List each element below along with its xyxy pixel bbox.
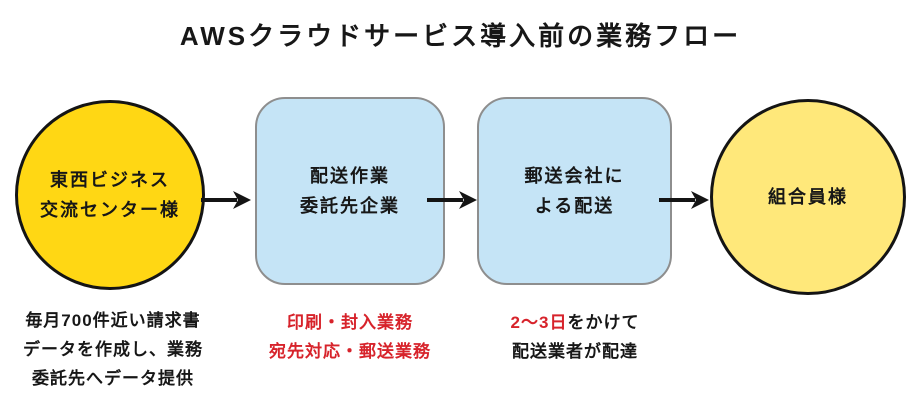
note-contractor-line2: 宛先対応・郵送業務 [269,342,431,361]
flow-arrow-icon [427,191,477,209]
node-sender-label: 東西ビジネス 交流センター様 [40,165,180,225]
node-sender-label-line1: 東西ビジネス [50,170,170,190]
node-mail-company-box: 郵送会社に よる配送 [477,97,672,285]
note-sender-line3: 委託先へデータ提供 [32,369,194,388]
note-delivery-highlight: 2〜3日 [510,313,568,332]
note-sender-line2: データを作成し、業務 [23,340,203,359]
note-delivery-time: 2〜3日をかけて 配送業者が配達 [477,308,673,366]
node-member-label: 組合員様 [768,182,848,212]
node-sender-label-line2: 交流センター様 [40,200,180,220]
node-contractor-label-line1: 配送作業 [310,166,390,186]
node-mail-company-label: 郵送会社に よる配送 [525,161,625,221]
node-member-label-line1: 組合員様 [768,187,848,207]
node-sender-circle: 東西ビジネス 交流センター様 [15,100,205,290]
flow-arrow-icon [201,191,251,209]
note-sender-description: 毎月700件近い請求書 データを作成し、業務 委託先へデータ提供 [0,306,226,393]
flow-arrow-icon [659,191,709,209]
diagram-title: AWSクラウドサービス導入前の業務フロー [179,21,742,51]
note-contractor-tasks: 印刷・封入業務 宛先対応・郵送業務 [250,308,450,366]
note-sender-line1: 毎月700件近い請求書 [25,311,201,330]
node-contractor-label: 配送作業 委託先企業 [300,161,400,221]
note-contractor-line1: 印刷・封入業務 [287,313,413,332]
node-contractor-label-line2: 委託先企業 [300,196,400,216]
node-contractor-box: 配送作業 委託先企業 [255,97,445,285]
node-member-circle: 組合員様 [710,99,906,295]
note-delivery-line2: 配送業者が配達 [512,342,638,361]
node-mail-company-label-line2: よる配送 [534,196,615,216]
node-mail-company-label-line1: 郵送会社に [524,166,625,186]
note-delivery-line1-rest: をかけて [567,313,640,332]
note-delivery-line1: 2〜3日をかけて [477,308,673,337]
